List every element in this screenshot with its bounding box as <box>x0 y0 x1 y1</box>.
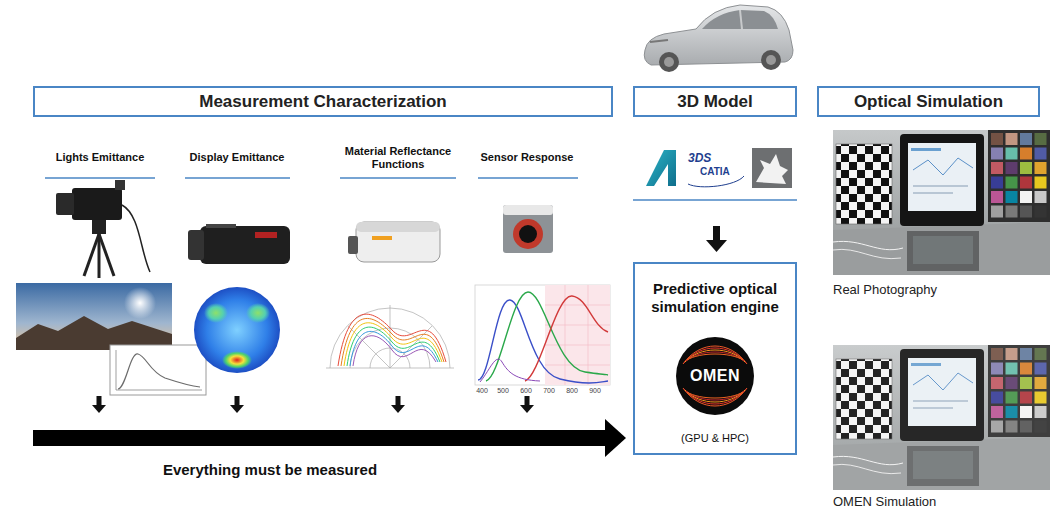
axis-tick: 600 <box>518 387 534 395</box>
autodesk-logo <box>646 150 676 186</box>
down-arrow <box>92 226 727 413</box>
luminance-camera <box>56 180 150 278</box>
node-title: Predictive optical simulation engine <box>641 280 789 316</box>
node-title: Measurement Characterization <box>199 92 447 112</box>
column-title: Display Emittance <box>178 151 296 164</box>
logo-curve <box>686 391 744 400</box>
sky-panorama <box>16 283 172 350</box>
axis-tick: 900 <box>587 387 603 395</box>
axis-tick: 700 <box>541 387 557 395</box>
column-title: Material Reflectance Functions <box>336 145 460 171</box>
axis-tick: 800 <box>564 387 580 395</box>
spectral-chart <box>475 285 610 385</box>
logo-curve <box>683 346 747 364</box>
logo-curve <box>685 390 745 402</box>
conoscopic-map <box>194 287 280 373</box>
column-title: Sensor Response <box>468 151 586 164</box>
image-caption: OMEN Simulation <box>833 494 1033 510</box>
simulated-photo <box>833 345 1050 490</box>
logo-curve <box>687 354 743 360</box>
logo-text: 3DS <box>688 151 718 165</box>
node-note: (GPU & HPC) <box>681 432 749 444</box>
arrow-caption: Everything must be measured <box>60 461 480 479</box>
conoscope-device <box>188 224 290 264</box>
engine-box: Predictive optical simulation engine (GPU… <box>633 262 797 455</box>
rhino-logo <box>752 148 792 188</box>
catia-logo <box>688 176 744 187</box>
reflectometer-device <box>348 222 440 262</box>
sensor-camera <box>503 205 553 253</box>
section-header: Optical Simulation <box>817 86 1040 117</box>
real-photo <box>833 130 1050 275</box>
node-title: 3D Model <box>677 92 753 112</box>
node-title: OMEN <box>690 367 740 385</box>
logo-curve <box>683 388 747 406</box>
section-header: Measurement Characterization <box>33 86 613 117</box>
car-model <box>644 5 793 72</box>
image-caption: Real Photography <box>833 282 1033 298</box>
logo-curve <box>685 350 745 362</box>
omen-logo: OMEN <box>675 336 755 416</box>
axis-tick: 500 <box>495 387 511 395</box>
polar-plot <box>326 305 454 368</box>
logo-curve <box>684 348 746 363</box>
logo-curve <box>686 352 744 361</box>
logo-disc <box>676 337 754 415</box>
axis-tick: 400 <box>474 387 490 395</box>
spectrum-inset <box>110 345 206 395</box>
column-title: Lights Emittance <box>40 151 160 164</box>
section-header: 3D Model <box>633 86 797 117</box>
logo-curve <box>687 392 743 398</box>
node-title: Optical Simulation <box>854 92 1003 112</box>
logo-text: CATIA <box>700 166 746 178</box>
process-arrow <box>33 419 626 457</box>
logo-curve <box>684 389 746 404</box>
column-underline <box>45 178 797 200</box>
